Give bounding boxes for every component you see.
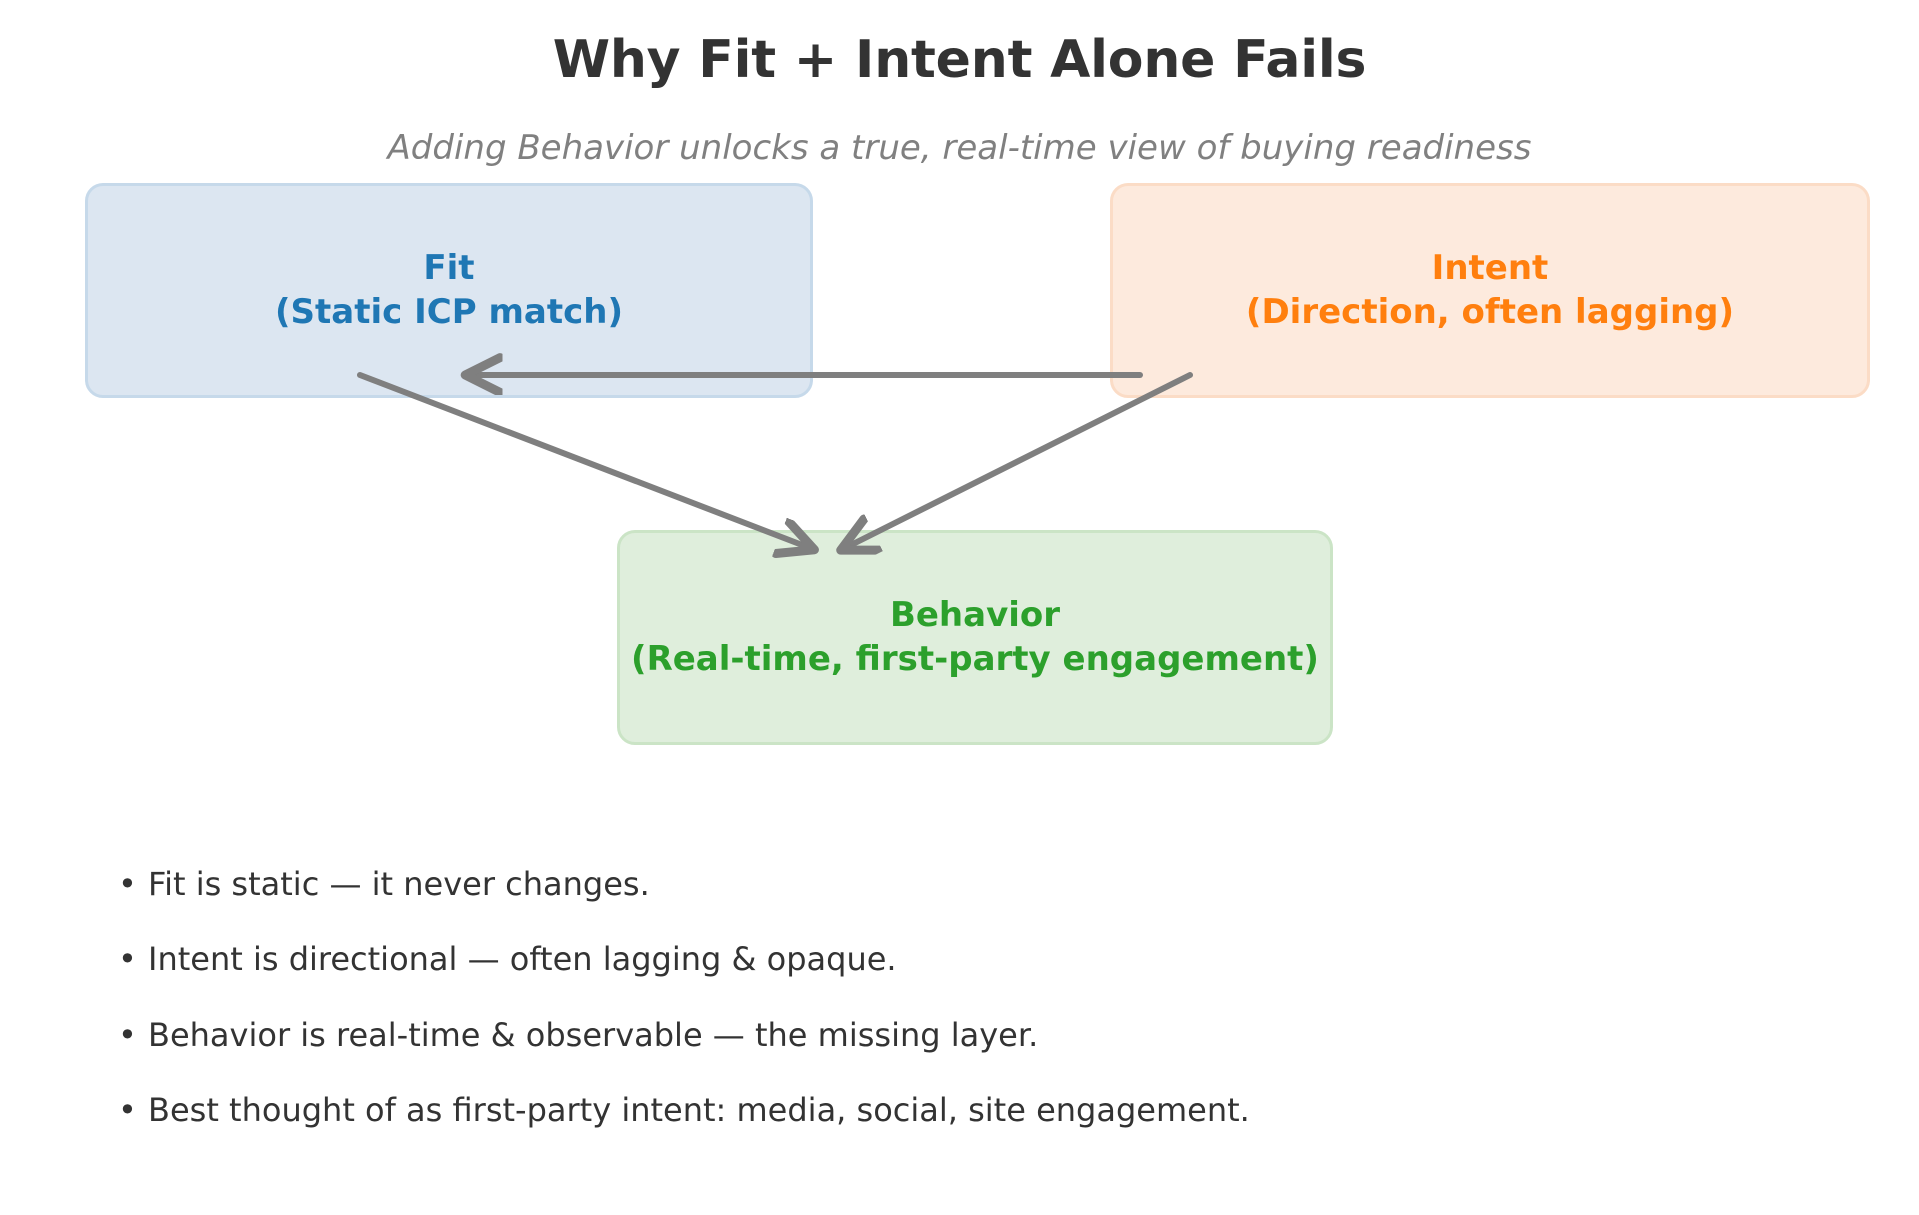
bullet-marker-icon: • (118, 1015, 137, 1054)
node-fit[interactable]: Fit (Static ICP match) (85, 183, 813, 398)
list-item-text: Fit is static — it never changes. (148, 865, 650, 903)
list-item: • Intent is directional — often lagging … (118, 940, 1718, 978)
node-behavior-line2: (Real-time, first-party engagement) (631, 638, 1319, 679)
node-intent[interactable]: Intent (Direction, often lagging) (1110, 183, 1870, 398)
list-item-text: Best thought of as first-party intent: m… (148, 1091, 1250, 1130)
edge-intent-to-behavior (845, 372, 1193, 548)
page-subtitle: Adding Behavior unlocks a true, real-tim… (387, 128, 1532, 168)
node-fit-label: Fit (Static ICP match) (275, 247, 623, 334)
node-behavior-label: Behavior (Real-time, first-party engagem… (631, 594, 1319, 681)
bullet-list: • Fit is static — it never changes. • In… (118, 865, 1718, 1167)
node-fit-line2: (Static ICP match) (274, 291, 623, 332)
edge-fit-to-behavior (357, 372, 810, 548)
node-fit-line1: Fit (423, 247, 475, 288)
page-title: Why Fit + Intent Alone Fails (552, 30, 1367, 90)
bullet-marker-icon: • (118, 940, 137, 979)
list-item: • Behavior is real-time & observable — t… (118, 1016, 1718, 1054)
node-intent-line1: Intent (1431, 247, 1549, 288)
list-item: • Fit is static — it never changes. (118, 865, 1718, 903)
node-intent-line2: (Direction, often lagging) (1245, 291, 1735, 332)
list-item-text: Intent is directional — often lagging & … (148, 940, 897, 979)
bullet-marker-icon: • (118, 1091, 137, 1130)
node-behavior-line1: Behavior (889, 594, 1061, 635)
node-intent-label: Intent (Direction, often lagging) (1246, 247, 1734, 334)
list-item-text: Behavior is real-time & observable — the… (148, 1015, 1039, 1054)
list-item: • Best thought of as first-party intent:… (118, 1091, 1718, 1129)
bullet-marker-icon: • (118, 865, 137, 903)
node-behavior[interactable]: Behavior (Real-time, first-party engagem… (617, 530, 1333, 745)
